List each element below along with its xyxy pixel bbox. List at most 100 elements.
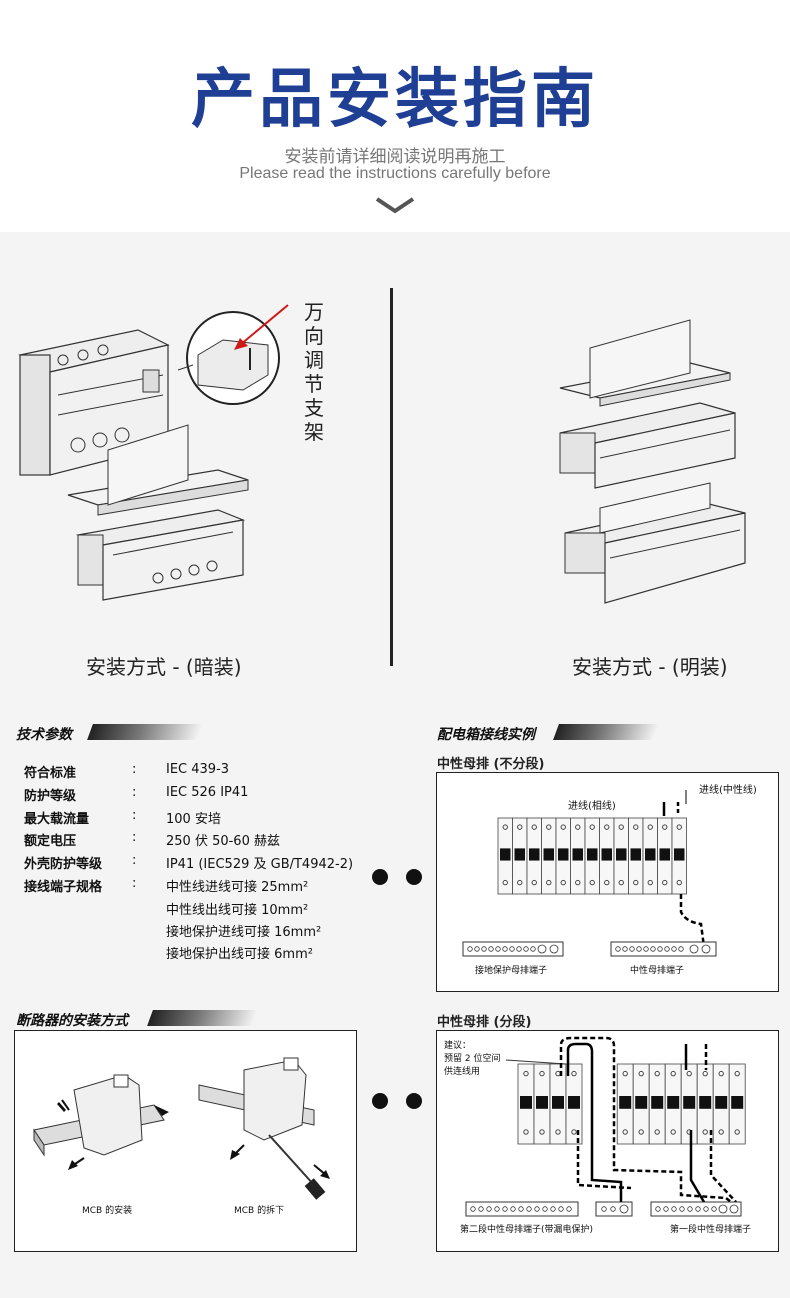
mcb-screw: [662, 824, 668, 830]
page-title: 产品安装指南: [191, 63, 599, 137]
bracket-label: 万向调节支架: [304, 300, 324, 444]
concealed-install-caption: 安装方式 - (暗装): [86, 655, 242, 679]
mcb-screw: [539, 1129, 545, 1135]
spec-value: 250 伏 50-60 赫兹: [166, 834, 280, 849]
mcb-screw: [734, 1070, 740, 1077]
mcb-screw: [618, 824, 624, 830]
spec-value: 100 安培: [166, 812, 221, 827]
advice-line: 供连线用: [444, 1067, 481, 1077]
spec-label: 防护等级: [24, 789, 77, 804]
breaker-heading-bar: [147, 1010, 258, 1026]
spec-label: 符合标准: [24, 766, 77, 781]
mcb-toggle: [699, 1096, 712, 1109]
neutral-in-label: 进线(中性线): [699, 785, 757, 796]
bullet-dot: [406, 1093, 422, 1109]
mcb-screw: [571, 1070, 577, 1077]
mcb-screw: [638, 1070, 644, 1077]
mcb-screw: [633, 824, 639, 830]
wiring-heading-bar: [553, 724, 659, 740]
mcb-screw: [654, 1129, 660, 1135]
spec-value: IEC 439-3: [166, 762, 230, 777]
specs-heading-bar: [87, 724, 203, 740]
mcb-screw: [734, 1129, 740, 1135]
mcb-screw: [604, 824, 610, 830]
mcb-toggle: [616, 848, 627, 861]
second-terminal-label: 第二段中性母排端子(带漏电保护): [460, 1225, 594, 1235]
mcb-screw: [589, 824, 595, 830]
mcb-toggle: [659, 848, 670, 861]
subtitle-chinese: 安装前请详细阅读说明再施工: [284, 147, 506, 167]
mcb-toggle: [536, 1096, 548, 1109]
first-terminal-label: 第一段中性母排端子: [670, 1225, 752, 1235]
bullet-dot: [372, 869, 388, 885]
mcb-screw: [604, 879, 610, 886]
subtitle-english: Please read the instructions carefully b…: [239, 165, 551, 182]
mcb-screw: [546, 824, 552, 830]
mcb-toggle: [572, 848, 583, 861]
spec-colon: :: [132, 876, 137, 891]
mcb-screw: [575, 824, 581, 830]
mcb-screw: [676, 824, 682, 830]
mcb-toggle: [558, 848, 569, 861]
mcb-screw: [662, 879, 668, 886]
mcb-screw: [560, 824, 566, 830]
segmented-wiring-drawing: [465, 1036, 746, 1217]
mcb-screw: [571, 1129, 577, 1135]
mcb-screw: [638, 1129, 644, 1135]
mcb-screw: [517, 824, 523, 830]
spec-value: IEC 526 IP41: [166, 785, 249, 800]
mcb-toggle: [645, 848, 656, 861]
bullet-dot: [406, 869, 422, 885]
mcb-screw: [702, 1070, 708, 1077]
mcb-screw: [718, 1070, 724, 1077]
concealed-install-illustration: [18, 304, 289, 601]
spec-value: 中性线出线可接 10mm²: [166, 903, 309, 918]
chevron-down-icon: [375, 197, 415, 214]
mcb-toggle: [674, 848, 685, 861]
spec-colon: :: [132, 785, 137, 800]
mcb-screw: [622, 1129, 628, 1135]
mcb-screw: [633, 879, 639, 886]
section-divider: [390, 288, 393, 666]
spec-label: 外壳防护等级: [24, 857, 103, 872]
mcb-screw: [560, 879, 566, 886]
mcb-screw: [647, 879, 653, 886]
spec-colon: :: [132, 830, 137, 845]
mcb-screw: [686, 1070, 692, 1077]
mcb-remove-caption: MCB 的拆下: [234, 1206, 285, 1216]
segmented-title: 中性母排 (分段): [437, 1015, 532, 1030]
neutral-terminal-label: 中性母排端子: [630, 966, 685, 976]
advice-line: 建议：: [444, 1041, 472, 1051]
mcb-screw: [647, 824, 653, 830]
mcb-screw: [702, 1129, 708, 1135]
mcb-install-caption: MCB 的安装: [82, 1206, 133, 1216]
mcb-screw: [523, 1070, 529, 1077]
ground-terminal-label: 接地保护母排端子: [475, 966, 548, 976]
mcb-screw: [546, 879, 552, 886]
mcb-toggle: [731, 1096, 744, 1109]
mcb-toggle: [520, 1096, 532, 1109]
mcb-screw: [618, 879, 624, 886]
mcb-screw: [531, 824, 537, 830]
mcb-toggle: [715, 1096, 728, 1109]
mcb-screw: [676, 879, 682, 886]
spec-value: 中性线进线可接 25mm²: [166, 880, 309, 895]
spec-label: 额定电压: [24, 834, 77, 849]
unsegmented-title: 中性母排 (不分段): [437, 757, 545, 772]
spec-colon: :: [132, 762, 137, 777]
mcb-screw: [575, 879, 581, 886]
mcb-toggle: [500, 848, 511, 861]
mcb-screw: [555, 1129, 561, 1135]
spec-label: 最大载流量: [24, 812, 90, 827]
breaker-heading: 断路器的安装方式: [16, 1013, 128, 1029]
mcb-toggle: [568, 1096, 580, 1109]
mcb-screw: [718, 1129, 724, 1135]
mcb-toggle: [529, 848, 540, 861]
mcb-screw: [539, 1070, 545, 1077]
spec-colon: :: [132, 808, 137, 823]
mcb-toggle: [601, 848, 612, 861]
spec-value: IP41 (IEC529 及 GB/T4942-2): [166, 857, 354, 872]
mcb-screw: [523, 1129, 529, 1135]
mcb-toggle: [587, 848, 598, 861]
spec-value: 接地保护进线可接 16mm²: [166, 925, 322, 940]
